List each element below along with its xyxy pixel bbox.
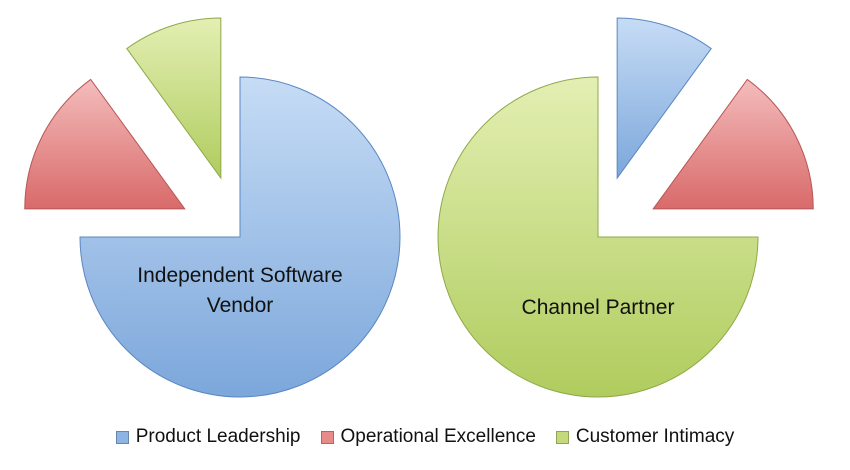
legend: Product Leadership Operational Excellenc… (0, 426, 850, 448)
legend-swatch-customer-intimacy (555, 430, 569, 444)
pie-label-line: Channel Partner (522, 296, 675, 319)
slice-customer-intimacy (126, 17, 222, 180)
pie-label-line: Independent Software (137, 264, 343, 287)
slice-product-leadership (79, 76, 401, 398)
pie-label-line: Vendor (207, 294, 274, 317)
legend-item-operational-excellence: Operational Excellence (320, 426, 536, 448)
pie-channel-partner: Channel Partner (437, 17, 814, 398)
slice-operational-excellence (652, 78, 814, 210)
slice-product-leadership (616, 17, 712, 180)
legend-item-product-leadership: Product Leadership (115, 426, 301, 448)
legend-item-customer-intimacy: Customer Intimacy (555, 426, 735, 448)
slice-operational-excellence (24, 78, 186, 210)
legend-swatch-operational-excellence (320, 430, 334, 444)
legend-label-operational-excellence: Operational Excellence (340, 426, 536, 447)
legend-swatch-product-leadership (115, 430, 129, 444)
legend-label-customer-intimacy: Customer Intimacy (575, 426, 735, 447)
slice-customer-intimacy (437, 76, 759, 398)
legend-label-product-leadership: Product Leadership (135, 426, 301, 447)
